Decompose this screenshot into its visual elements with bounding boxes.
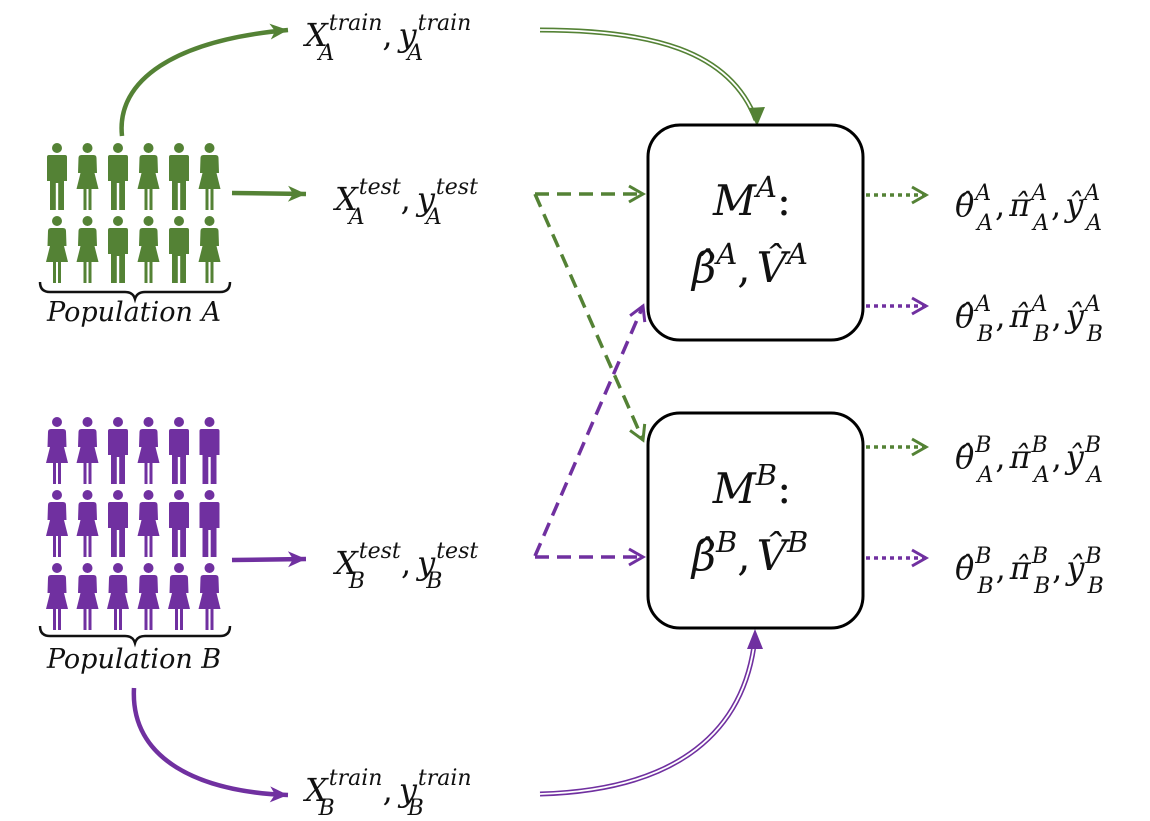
arrow-pop-b-to-train — [131, 687, 289, 803]
population-b-female-figure-icon — [46, 417, 68, 484]
population-a-brace — [38, 281, 232, 304]
population-b-male-figure-icon — [169, 417, 189, 484]
population-b-male-figure-icon — [108, 490, 128, 557]
population-a-female-figure-icon — [46, 216, 68, 283]
population-a-female-figure-icon — [198, 216, 221, 283]
population-a-label: Population A — [46, 297, 221, 328]
population-a-female-figure-icon — [198, 143, 221, 210]
arrow-train-a-to-model-a — [539, 27, 765, 126]
population-a-female-figure-icon — [76, 216, 99, 283]
population-a-male-figure-icon — [169, 143, 189, 210]
model-a-params: β̂A,V̂A — [690, 237, 808, 292]
population-b-label: Population B — [46, 644, 221, 675]
population-b-male-figure-icon — [108, 417, 128, 484]
population-b-female-figure-icon — [168, 563, 190, 630]
model-b-title: MB: — [712, 458, 791, 513]
population-a-male-figure-icon — [108, 216, 128, 283]
population-b-male-figure-icon — [199, 417, 220, 484]
population-b-brace — [38, 625, 232, 648]
arrow-train-b-to-model-b — [539, 629, 763, 797]
population-a-female-figure-icon — [137, 216, 160, 283]
model-a-box — [646, 123, 865, 342]
population-a-figures — [46, 143, 221, 283]
population-a-male-figure-icon — [47, 143, 67, 210]
population-b-female-figure-icon — [46, 490, 68, 557]
arrow-pop-a-to-train — [119, 23, 289, 137]
model-b-params: β̂B,V̂B — [690, 525, 809, 580]
population-b-female-figure-icon — [137, 490, 160, 557]
dashed-arrow-test-b-to-model-a — [533, 303, 647, 557]
population-b-female-figure-icon — [46, 563, 68, 630]
arrow-pop-b-to-test — [231, 551, 307, 568]
population-b-female-figure-icon — [137, 417, 160, 484]
population-b-female-figure-icon — [137, 563, 160, 630]
population-a-female-figure-icon — [76, 143, 99, 210]
model-b-box — [646, 411, 865, 630]
population-a-male-figure-icon — [108, 143, 128, 210]
population-b-figures — [46, 417, 221, 630]
population-a-male-figure-icon — [169, 216, 189, 283]
population-b-female-figure-icon — [76, 563, 99, 630]
model-a-title: MA: — [712, 170, 791, 225]
arrow-pop-a-to-test — [231, 185, 307, 202]
population-b-male-figure-icon — [199, 490, 220, 557]
population-b-female-figure-icon — [198, 563, 221, 630]
population-b-female-figure-icon — [107, 563, 129, 630]
population-b-female-figure-icon — [76, 417, 99, 484]
population-a-female-figure-icon — [137, 143, 160, 210]
dashed-arrow-test-a-to-model-b — [533, 193, 647, 443]
population-b-male-figure-icon — [169, 490, 189, 557]
population-b-female-figure-icon — [76, 490, 99, 557]
